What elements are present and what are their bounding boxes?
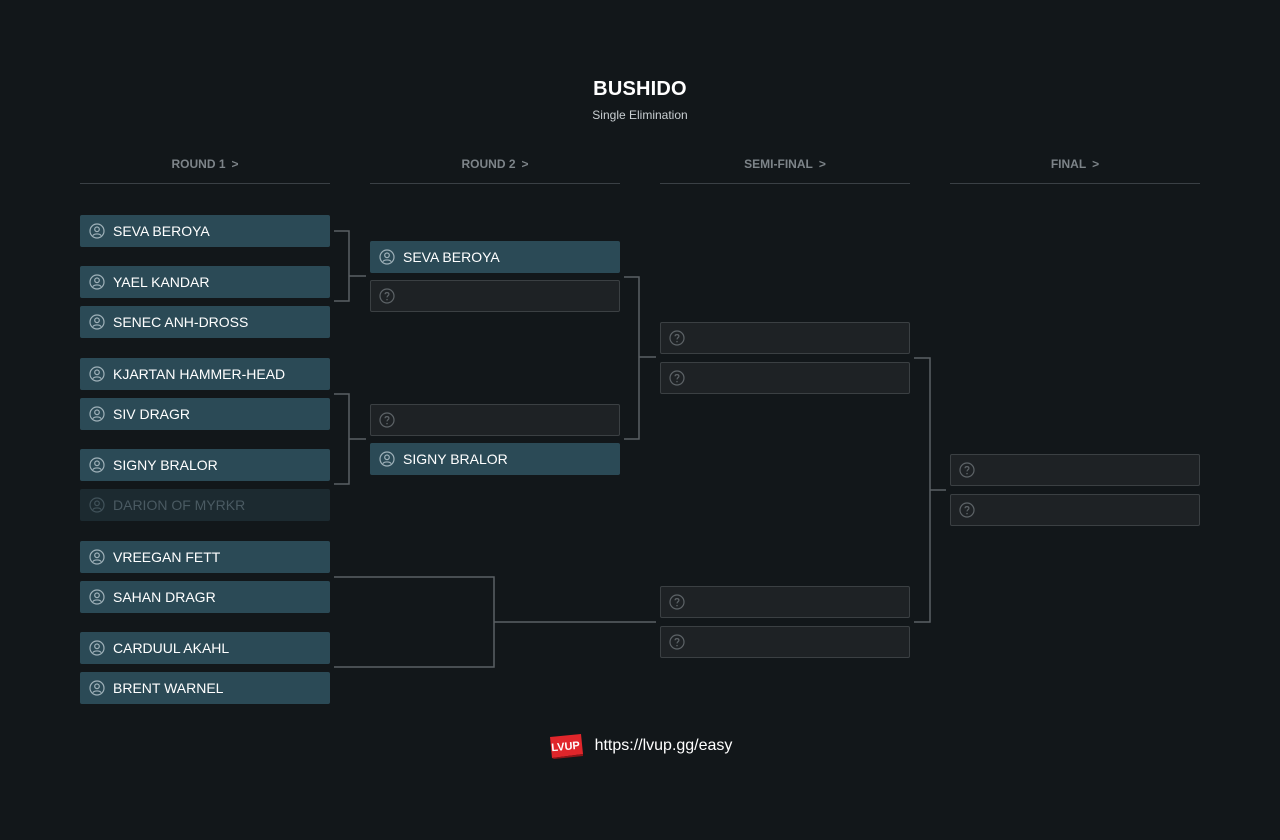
player-name: SENEC ANH-DROSS	[113, 314, 249, 330]
question-circle-icon	[959, 462, 975, 478]
round1-slot-4[interactable]: KJARTAN HAMMER-HEAD	[80, 358, 330, 390]
chevron-right-icon: >	[1092, 157, 1100, 171]
player-name: SIGNY BRALOR	[403, 451, 508, 467]
semifinal-slot-3[interactable]	[660, 586, 910, 618]
footer: LVUP https://lvup.gg/easy	[0, 733, 1280, 759]
round-header-label: FINAL	[1050, 157, 1087, 171]
question-circle-icon	[669, 370, 685, 386]
user-circle-icon	[89, 640, 105, 656]
chevron-right-icon: >	[818, 157, 826, 171]
user-circle-icon	[89, 314, 105, 330]
semifinal-slot-4[interactable]	[660, 626, 910, 658]
footer-link[interactable]: https://lvup.gg/easy	[594, 737, 733, 754]
player-name: SEVA BEROYA	[403, 249, 500, 265]
user-circle-icon	[89, 497, 105, 513]
chevron-right-icon: >	[521, 157, 529, 171]
user-circle-icon	[89, 549, 105, 565]
connector-sf	[914, 357, 946, 623]
user-circle-icon	[89, 366, 105, 382]
final-slot-1[interactable]	[950, 454, 1200, 486]
semifinal-slot-1[interactable]	[660, 322, 910, 354]
round1-slot-10[interactable]: CARDUUL AKAHL	[80, 632, 330, 664]
connector-r1-match3	[334, 576, 656, 668]
player-name: YAEL KANDAR	[113, 274, 210, 290]
round-header-semi-final[interactable]: SEMI-FINAL >	[660, 150, 910, 184]
user-circle-icon	[379, 249, 395, 265]
question-circle-icon	[669, 594, 685, 610]
question-circle-icon	[379, 412, 395, 428]
round-header-label: ROUND 2	[461, 157, 516, 171]
round1-slot-3[interactable]: SENEC ANH-DROSS	[80, 306, 330, 338]
round2-slot-3[interactable]	[370, 404, 620, 436]
connector-r2-match1	[624, 276, 656, 440]
connector-r1-match1	[334, 230, 366, 302]
semifinal-slot-2[interactable]	[660, 362, 910, 394]
user-circle-icon	[379, 451, 395, 467]
user-circle-icon	[89, 589, 105, 605]
round2-slot-2[interactable]	[370, 280, 620, 312]
player-name: CARDUUL AKAHL	[113, 640, 230, 656]
player-name: SAHAN DRAGR	[113, 589, 216, 605]
bracket-title: BUSHIDO	[593, 78, 687, 100]
round1-slot-11[interactable]: BRENT WARNEL	[80, 672, 330, 704]
question-circle-icon	[379, 288, 395, 304]
lvup-logo[interactable]: LVUP	[548, 733, 584, 759]
player-name: KJARTAN HAMMER-HEAD	[113, 366, 286, 382]
round1-slot-1[interactable]: SEVA BEROYA	[80, 215, 330, 247]
player-name: SEVA BEROYA	[113, 223, 210, 239]
question-circle-icon	[959, 502, 975, 518]
round1-slot-5[interactable]: SIV DRAGR	[80, 398, 330, 430]
svg-text:LVUP: LVUP	[550, 740, 579, 754]
user-circle-icon	[89, 223, 105, 239]
round2-slot-1[interactable]: SEVA BEROYA	[370, 241, 620, 273]
player-name: BRENT WARNEL	[113, 680, 224, 696]
bracket-subtitle: Single Elimination	[592, 108, 688, 122]
connector-r1-match2	[334, 393, 366, 485]
player-name: VREEGAN FETT	[113, 549, 221, 565]
round1-slot-7[interactable]: DARION OF MYRKR	[80, 489, 330, 521]
round1-slot-2[interactable]: YAEL KANDAR	[80, 266, 330, 298]
round-header-round-1[interactable]: ROUND 1 >	[80, 150, 330, 184]
round2-slot-4[interactable]: SIGNY BRALOR	[370, 443, 620, 475]
question-circle-icon	[669, 634, 685, 650]
round-header-label: SEMI-FINAL	[744, 157, 813, 171]
question-circle-icon	[669, 330, 685, 346]
user-circle-icon	[89, 274, 105, 290]
round1-slot-8[interactable]: VREEGAN FETT	[80, 541, 330, 573]
user-circle-icon	[89, 680, 105, 696]
player-name: SIV DRAGR	[113, 406, 191, 422]
player-name: SIGNY BRALOR	[113, 457, 218, 473]
round-header-round-2[interactable]: ROUND 2 >	[370, 150, 620, 184]
chevron-right-icon: >	[231, 157, 239, 171]
player-name: DARION OF MYRKR	[113, 497, 246, 513]
round-header-final[interactable]: FINAL >	[950, 150, 1200, 184]
user-circle-icon	[89, 406, 105, 422]
round1-slot-6[interactable]: SIGNY BRALOR	[80, 449, 330, 481]
round1-slot-9[interactable]: SAHAN DRAGR	[80, 581, 330, 613]
final-slot-2[interactable]	[950, 494, 1200, 526]
user-circle-icon	[89, 457, 105, 473]
round-header-label: ROUND 1	[171, 157, 226, 171]
